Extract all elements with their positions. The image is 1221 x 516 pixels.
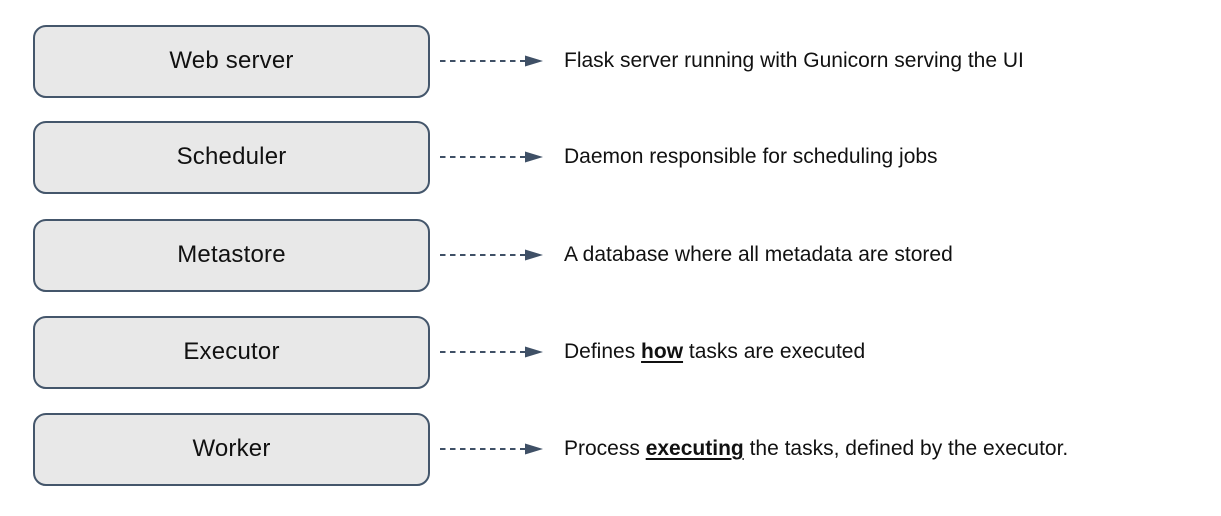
component-box-web-server: Web server xyxy=(33,24,430,98)
component-box-worker: Worker xyxy=(33,412,430,486)
description-text: tasks are executed xyxy=(683,340,866,363)
component-box-executor: Executor xyxy=(33,315,430,389)
component-row-worker: Worker Process executing the tasks, defi… xyxy=(0,412,1221,486)
dashed-arrow-right-icon xyxy=(440,443,543,455)
description-text: Daemon responsible for scheduling jobs xyxy=(564,145,938,168)
description-text: Defines xyxy=(564,340,642,363)
dashed-arrow-right-icon xyxy=(440,249,543,261)
dashed-arrow-right-icon xyxy=(440,55,543,67)
component-label: Metastore xyxy=(177,241,286,268)
component-description: Process executing the tasks, defined by … xyxy=(564,437,1211,461)
component-box-scheduler: Scheduler xyxy=(33,120,430,194)
component-row-metastore: Metastore A database where all metadata … xyxy=(0,218,1221,292)
component-description: Flask server running with Gunicorn servi… xyxy=(564,49,1211,73)
component-box-metastore: Metastore xyxy=(33,218,430,292)
component-row-executor: Executor Defines how tasks are executed xyxy=(0,315,1221,389)
component-row-web-server: Web server Flask server running with Gun… xyxy=(0,24,1221,98)
component-label: Executor xyxy=(183,338,280,365)
component-label: Worker xyxy=(192,435,271,462)
description-text: Flask server running with Gunicorn servi… xyxy=(564,49,1024,72)
component-label: Scheduler xyxy=(176,143,287,170)
component-description: A database where all metadata are stored xyxy=(564,243,1211,267)
description-emphasis: executing xyxy=(645,437,744,460)
description-text: A database where all metadata are stored xyxy=(564,243,953,266)
component-label: Web server xyxy=(169,47,294,74)
description-emphasis: how xyxy=(641,340,684,363)
component-row-scheduler: Scheduler Daemon responsible for schedul… xyxy=(0,120,1221,194)
description-text: the tasks, defined by the executor. xyxy=(743,437,1069,460)
description-text: Process xyxy=(564,437,646,460)
component-description: Defines how tasks are executed xyxy=(564,340,1211,364)
dashed-arrow-right-icon xyxy=(440,346,543,358)
component-description: Daemon responsible for scheduling jobs xyxy=(564,145,1211,169)
dashed-arrow-right-icon xyxy=(440,151,543,163)
